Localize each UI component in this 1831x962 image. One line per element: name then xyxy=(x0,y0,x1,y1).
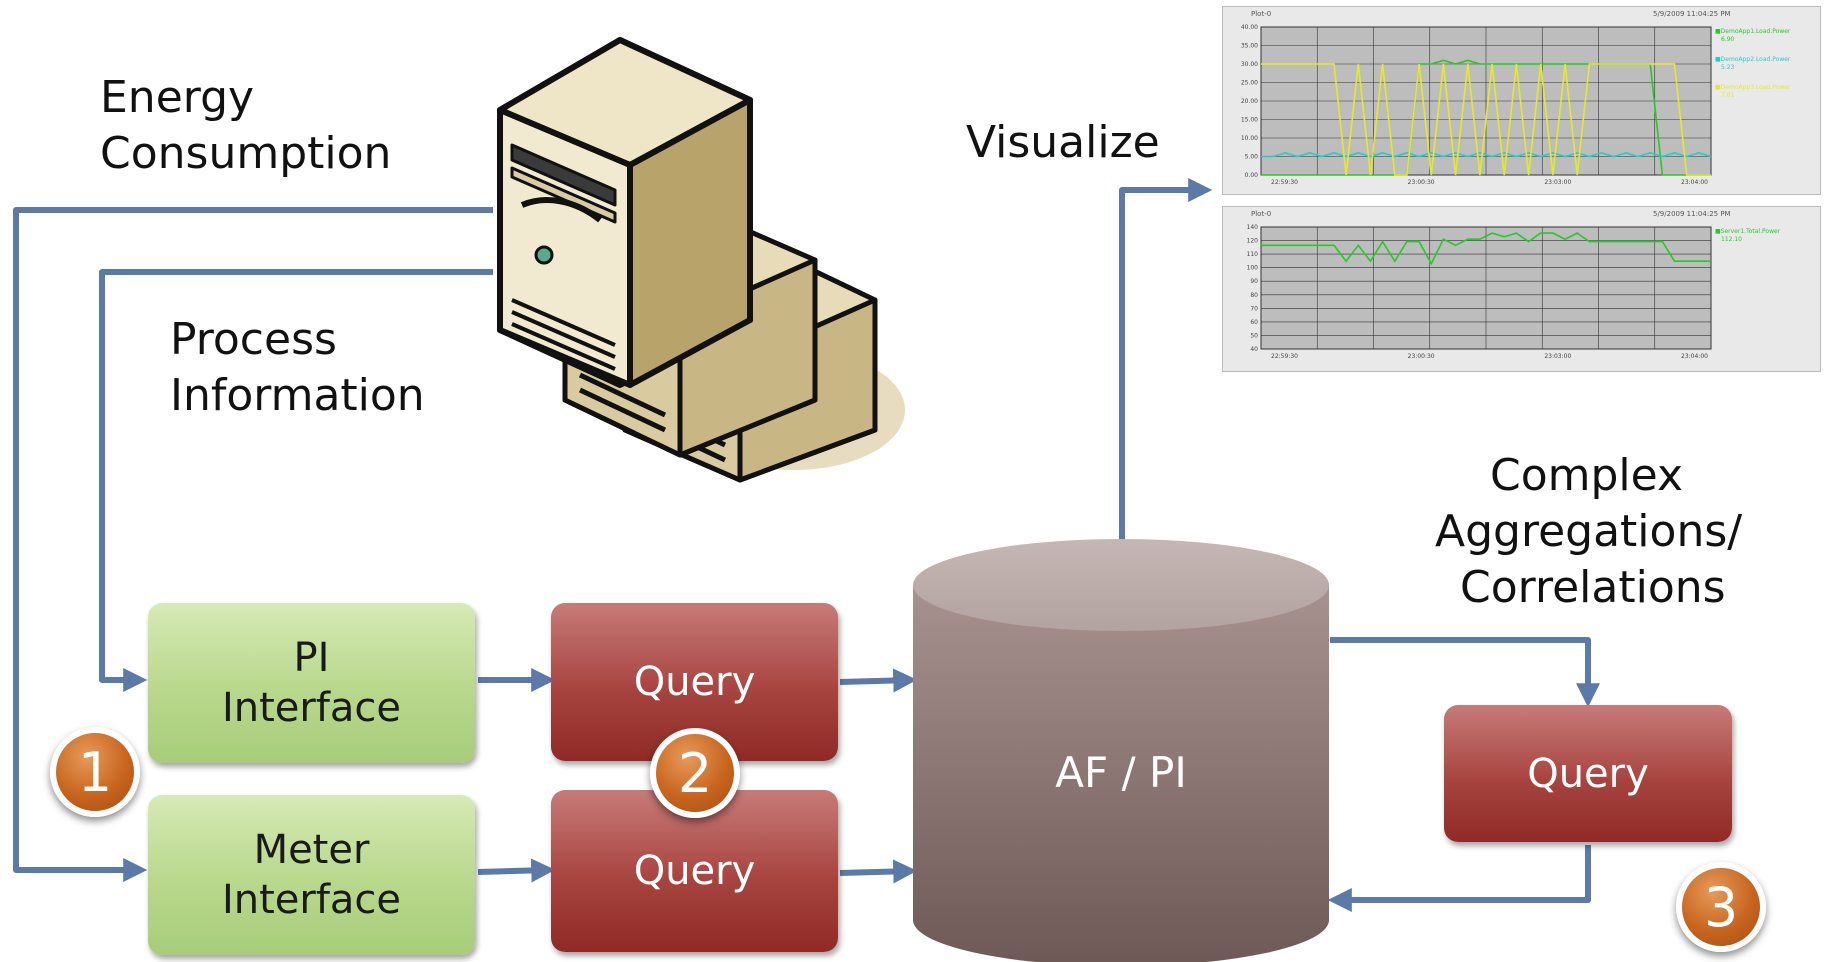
y-tick-label: 90 xyxy=(1250,278,1258,285)
chart-bottom-title: Plot-0 xyxy=(1251,210,1272,218)
x-tick-label: 23:04:00 xyxy=(1681,353,1708,360)
chart-bottom-plot: 140 120 110 100 90 80 70 60 50 40 22:59:30 23:00:30… xyxy=(1247,224,1781,360)
y-tick-label: 80 xyxy=(1250,292,1258,299)
chart-bottom-timestamp: 5/9/2009 11:04:25 PM xyxy=(1653,210,1731,218)
chart-panel-bottom: Plot-0 5/9/2009 11:04:25 PM 140 120 110 100… xyxy=(1222,206,1821,372)
x-tick-label: 23:03:00 xyxy=(1544,353,1571,360)
y-tick-label: 110 xyxy=(1247,251,1259,258)
arrow-meter-to-query xyxy=(477,858,556,883)
complex-label-line3: Correlations xyxy=(1460,562,1726,613)
y-tick-label: 35.00 xyxy=(1241,43,1258,50)
query-bottom-label: Query xyxy=(633,848,756,894)
legend-entry: ■DemoApp2.Load.Power xyxy=(1715,56,1791,63)
query-right-label: Query xyxy=(1527,750,1649,797)
pi-interface-box: PI Interface xyxy=(148,603,475,763)
series-line xyxy=(1261,232,1711,266)
y-tick-label: 120 xyxy=(1247,238,1259,245)
series-line xyxy=(1261,151,1712,158)
x-tick-label: 22:59:30 xyxy=(1271,353,1298,360)
y-tick-label: 60 xyxy=(1250,319,1258,326)
energy-label-line2: Consumption xyxy=(100,128,392,179)
arrow-query-right-to-db xyxy=(1327,845,1591,912)
y-tick-label: 20.00 xyxy=(1241,98,1258,105)
energy-label-line1: Energy xyxy=(100,72,255,123)
chart-top-plot: 40.00 35.00 30.00 25.00 20.00 15.00 10.00 5.00 0… xyxy=(1241,24,1791,186)
meter-interface-box: Meter Interface xyxy=(148,795,475,955)
y-tick-label: 70 xyxy=(1250,305,1258,312)
chart-top-timestamp: 5/9/2009 11:04:25 PM xyxy=(1653,10,1731,18)
y-tick-label: 30.00 xyxy=(1241,61,1258,68)
x-tick-label: 23:00:30 xyxy=(1408,353,1435,360)
pi-interface-line1: PI xyxy=(293,635,330,681)
y-tick-label: 50 xyxy=(1250,332,1258,339)
meter-interface-line2: Interface xyxy=(221,877,402,923)
meter-interface-line1: Meter xyxy=(253,827,370,873)
visualize-label: Visualize xyxy=(966,117,1160,168)
legend-entry: ■DemoApp3.Load.Power xyxy=(1715,84,1791,91)
chart-top-title: Plot-0 xyxy=(1251,10,1272,18)
step-badge-1: 1 xyxy=(50,727,140,817)
query-box-right: Query xyxy=(1444,705,1732,842)
server-icon xyxy=(497,37,905,483)
x-tick-label: 22:59:30 xyxy=(1271,179,1298,186)
y-tick-label: 40.00 xyxy=(1241,24,1258,31)
y-tick-label: 10.00 xyxy=(1241,135,1258,142)
step-badge-2: 2 xyxy=(650,728,740,818)
legend-value: 5.23 xyxy=(1721,64,1735,71)
query-top-label: Query xyxy=(633,659,756,705)
x-tick-label: 23:03:00 xyxy=(1544,179,1571,186)
y-tick-label: 140 xyxy=(1247,224,1259,231)
database-label: AF / PI xyxy=(1055,748,1187,797)
legend-entry: ■Server1.Total.Power xyxy=(1715,228,1781,235)
legend-value: 6.90 xyxy=(1721,36,1735,43)
legend-value: 112.10 xyxy=(1721,236,1742,243)
arrow-process-to-pi xyxy=(99,269,493,692)
x-tick-label: 23:00:30 xyxy=(1408,179,1435,186)
connector-lines xyxy=(13,178,1600,912)
pi-interface-line2: Interface xyxy=(221,685,402,731)
process-label-line2: Information xyxy=(170,370,425,421)
arrow-db-to-visualize xyxy=(1119,178,1213,555)
arrow-query-to-db-top xyxy=(839,668,918,693)
arrow-energy-to-meter xyxy=(13,207,493,882)
y-tick-label: 5.00 xyxy=(1245,154,1259,161)
series-line xyxy=(1261,63,1711,176)
legend-entry: ■DemoApp1.Load.Power xyxy=(1715,28,1791,35)
y-tick-label: 100 xyxy=(1247,265,1259,272)
database-cylinder xyxy=(913,539,1329,962)
complex-label-line2: Aggregations/ xyxy=(1435,506,1743,557)
x-tick-label: 23:04:00 xyxy=(1681,179,1708,186)
y-tick-label: 0.00 xyxy=(1245,172,1259,179)
y-tick-label: 15.00 xyxy=(1241,117,1258,124)
arrow-db-to-query-right xyxy=(1330,637,1600,708)
chart-panel-top: Plot-0 5/9/2009 11:04:25 PM 40.00 35.00 30… xyxy=(1222,6,1821,195)
y-tick-label: 40 xyxy=(1250,346,1258,353)
step-badge-3: 3 xyxy=(1676,862,1766,952)
complex-label-line1: Complex xyxy=(1490,450,1683,501)
process-label-line1: Process xyxy=(170,314,337,365)
y-tick-label: 25.00 xyxy=(1241,80,1258,87)
arrow-query-to-db-bottom xyxy=(839,859,918,884)
legend-value: 7.01 xyxy=(1721,92,1735,99)
